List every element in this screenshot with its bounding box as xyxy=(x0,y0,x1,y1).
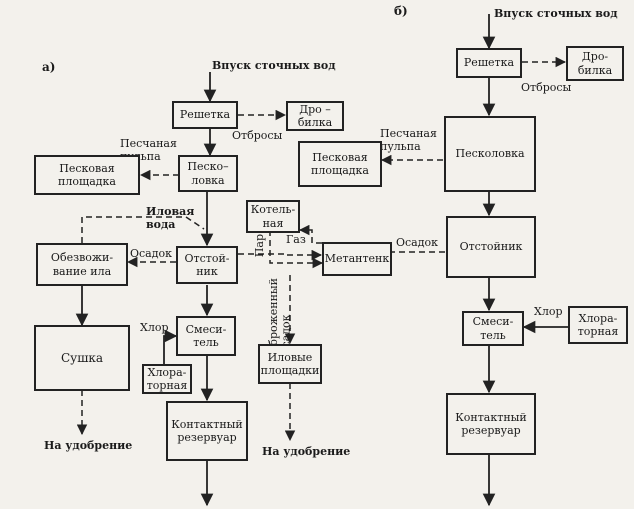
scheme-a-boiler: Котель- ная xyxy=(246,200,300,233)
scheme-a-mixer: Смеси- тель xyxy=(176,316,236,356)
scheme-a-sediment-right-label: Осадок xyxy=(396,236,439,249)
scheme-a-label: а) xyxy=(42,60,56,74)
scheme-a-screen: Решетка xyxy=(172,101,238,129)
scheme-a-sediment-left-label: Осадок xyxy=(130,247,173,260)
scheme-a-dewatering: Обезвожи- вание ила xyxy=(36,243,128,286)
scheme-b-sand-pad: Песковая площадка xyxy=(298,141,382,187)
scheme-a-steam-label: Пар xyxy=(253,234,266,258)
scheme-a-inlet: Впуск сточных вод xyxy=(212,59,336,72)
scheme-a-contact-tank: Контактный резервуар xyxy=(166,401,248,461)
scheme-a-sludge-beds: Иловые площадки xyxy=(258,344,322,384)
scheme-b-crusher: Дро- билка xyxy=(566,46,624,81)
scheme-b-mixer: Смеси- тель xyxy=(462,311,524,346)
scheme-a-digester: Метантенк xyxy=(322,242,392,276)
scheme-b-inlet: Впуск сточных вод xyxy=(494,7,618,20)
scheme-a-gas-label: Газ xyxy=(286,233,306,246)
scheme-a-sand-pad: Песковая площадка xyxy=(34,155,140,195)
scheme-a-sand-trap: Песко– ловка xyxy=(178,155,238,192)
scheme-b-label: б) xyxy=(394,4,408,18)
scheme-a-settler: Отстой- ник xyxy=(176,246,238,284)
scheme-a-drying: Сушка xyxy=(34,325,130,391)
scheme-b-settler: Отстойник xyxy=(446,216,536,278)
scheme-a-chlorine-label: Хлор xyxy=(140,321,169,334)
scheme-b-chlorine-label: Хлор xyxy=(534,305,563,318)
scheme-a-fermented-sediment-label: Сброженный осадок xyxy=(267,278,293,355)
scheme-a-fertilizer-left: На удобрение xyxy=(44,439,133,452)
scheme-b-sand-pulp-label: Песчаная пульпа xyxy=(380,127,437,153)
scheme-a-waste-label: Отбросы xyxy=(232,129,283,142)
scheme-a-chlorinator: Хлора- торная xyxy=(142,364,192,394)
scheme-a-sludge-water-label: Иловая вода xyxy=(146,205,195,231)
scheme-b-sand-trap: Песколовка xyxy=(444,116,536,192)
scheme-b-screen: Решетка xyxy=(456,48,522,78)
scheme-a-fertilizer-mid: На удобрение xyxy=(262,445,351,458)
scheme-b-chlorinator: Хлора- торная xyxy=(568,306,628,344)
scheme-b-contact-tank: Контактный резервуар xyxy=(446,393,536,455)
scheme-b-waste-label: Отбросы xyxy=(521,81,572,94)
scheme-a-crusher: Дро – билка xyxy=(286,101,344,131)
